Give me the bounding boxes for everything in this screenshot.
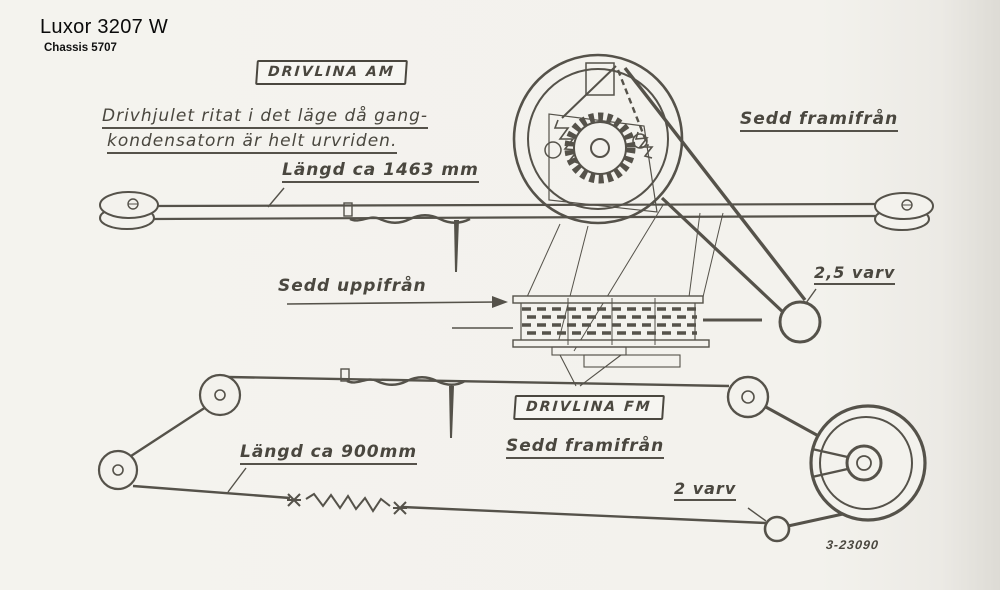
fm-front-view-label: Sedd framifrån bbox=[506, 436, 665, 459]
am-note-line2: kondensatorn är helt urvriden. bbox=[107, 131, 398, 154]
capacitor-plates bbox=[522, 307, 697, 335]
am-section-title-plate: DRIVLINA AM bbox=[255, 60, 408, 85]
fm-cord-spring bbox=[287, 492, 407, 515]
spring-end-mark bbox=[393, 501, 407, 515]
am-turns-label: 2,5 varv bbox=[814, 263, 896, 285]
drum-hub bbox=[590, 138, 610, 158]
am-tension-spring-left bbox=[553, 119, 580, 164]
fm-section-title-plate: DRIVLINA FM bbox=[513, 395, 665, 420]
am-drive-drum bbox=[512, 53, 684, 225]
fm-top-left-pulley bbox=[198, 373, 242, 417]
fm-drive-wheel bbox=[809, 404, 927, 522]
fm-cord-length-label: Längd ca 900mm bbox=[240, 442, 418, 465]
am-dial-cord-run bbox=[151, 202, 879, 221]
length-leader-fm bbox=[227, 467, 247, 493]
turns-leader-am bbox=[805, 288, 817, 304]
gear-teeth-ring bbox=[564, 112, 636, 184]
am-cord-length-label: Längd ca 1463 mm bbox=[282, 160, 479, 183]
am-left-pulley bbox=[99, 191, 159, 230]
fm-tuning-shaft bbox=[763, 515, 791, 543]
am-dial-pointer bbox=[343, 202, 471, 272]
am-tension-spring-right bbox=[634, 131, 654, 159]
drum-mounting-frame bbox=[548, 113, 658, 213]
fm-dial-pointer bbox=[340, 368, 466, 438]
fm-wheel-hub bbox=[845, 444, 883, 482]
spring-hook-eyelet bbox=[632, 133, 648, 149]
am-right-pulley bbox=[874, 192, 934, 231]
fm-bottom-left-pulley bbox=[97, 449, 139, 491]
page-title: Luxor 3207 W bbox=[40, 16, 169, 38]
cord-anchor-block bbox=[585, 62, 615, 96]
drawing-number: 3-23090 bbox=[825, 538, 880, 552]
gang-capacitor-top-view bbox=[452, 295, 762, 387]
spring-hook-eyelet bbox=[544, 141, 562, 159]
turns-leader-fm bbox=[747, 507, 767, 522]
fm-turns-label: 2 varv bbox=[674, 479, 737, 501]
fm-top-right-pulley bbox=[726, 375, 770, 419]
am-top-view-label: Sedd uppifrån bbox=[278, 276, 427, 296]
length-leader-am bbox=[267, 187, 285, 208]
spring-end-mark bbox=[287, 493, 301, 507]
top-view-arrow bbox=[286, 296, 508, 308]
am-note-line1: Drivhjulet ritat i det läge då gang- bbox=[102, 106, 429, 129]
fm-cord-loop bbox=[130, 375, 844, 528]
am-cord-to-tuning-shaft bbox=[623, 66, 822, 344]
hidden-cord-path bbox=[616, 69, 650, 147]
am-tuning-shaft bbox=[778, 300, 822, 344]
am-front-view-label: Sedd framifrån bbox=[740, 109, 899, 132]
chassis-number: Chassis 5707 bbox=[44, 42, 117, 54]
